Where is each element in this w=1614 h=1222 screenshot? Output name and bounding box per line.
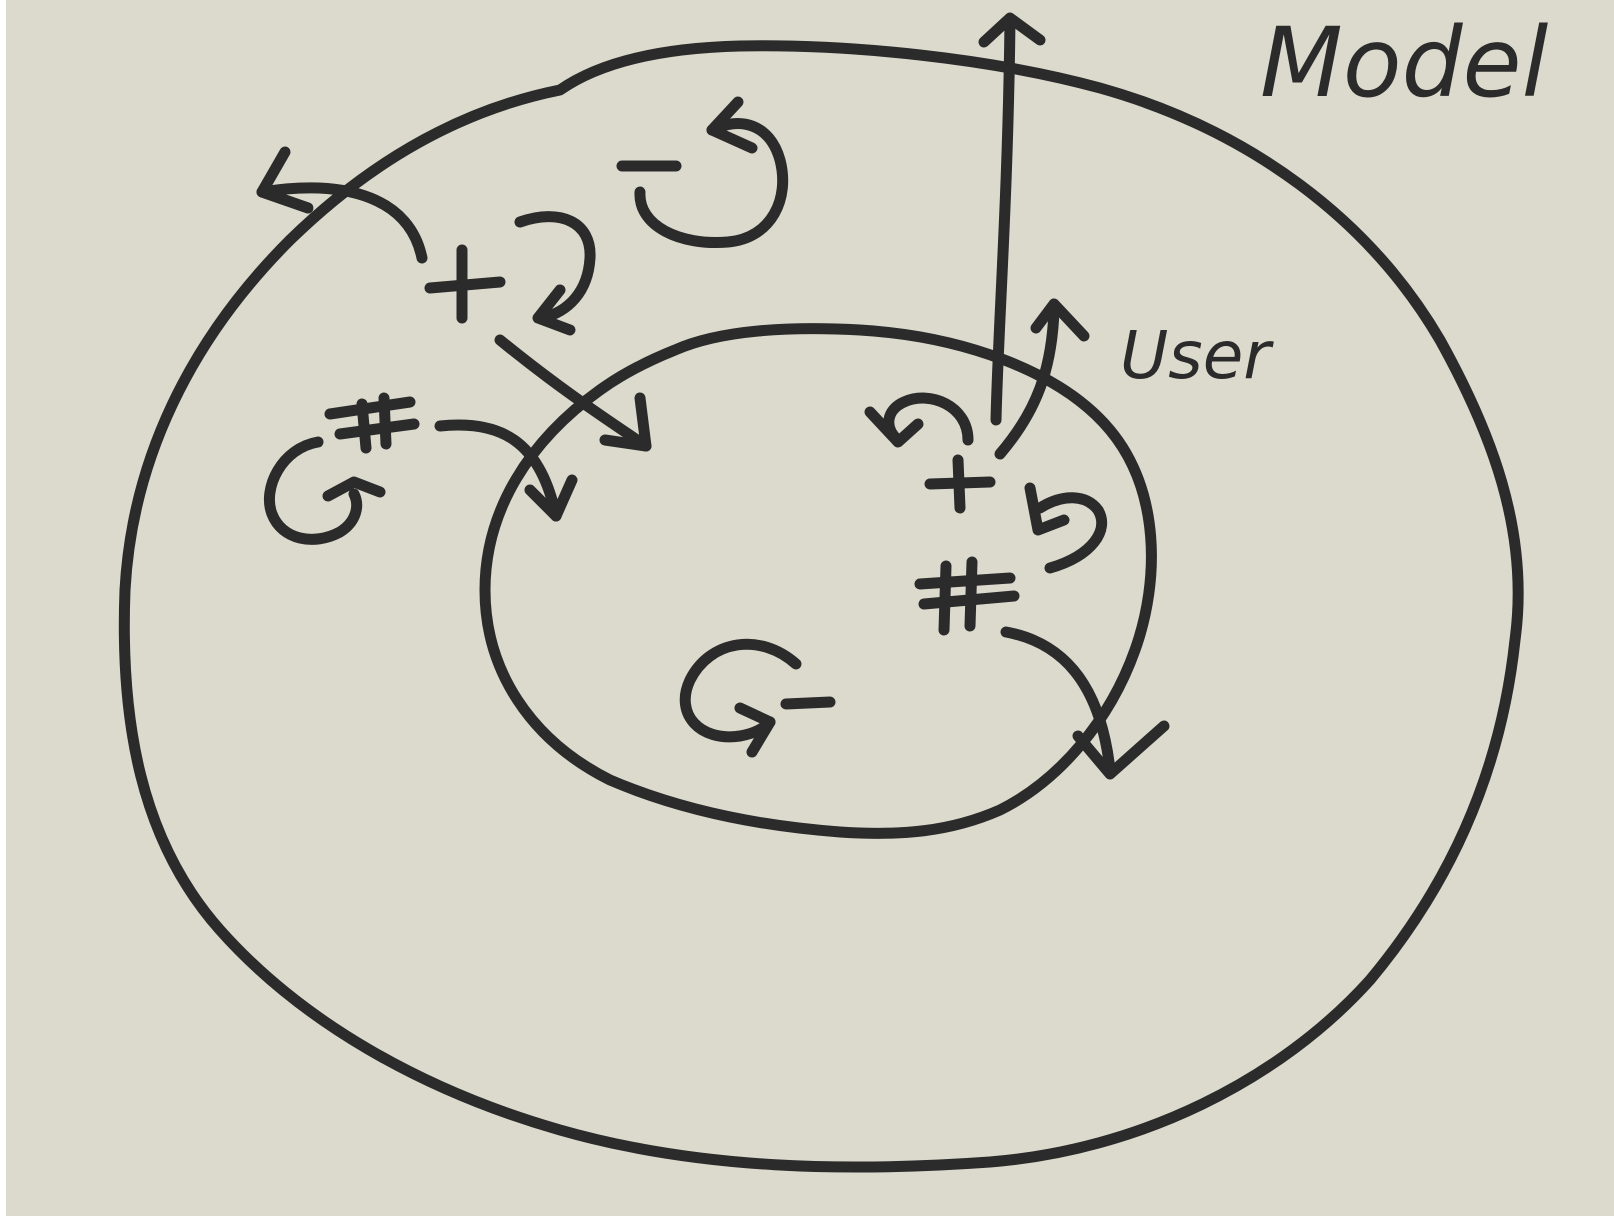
outer-hash-symbol [324, 392, 420, 454]
board-bottom-margin [0, 1216, 1614, 1222]
model-label: Model [1260, 7, 1549, 119]
outer-minus-self-loop-icon [634, 118, 789, 249]
outer-plus-self-loop-arrowhead [532, 284, 576, 336]
outer-plus-self-loop-icon [514, 211, 596, 324]
inner-minus-self-loop-icon [679, 638, 802, 743]
inner-minus-self-loop-arrowhead [734, 702, 776, 758]
board-background [6, 0, 1614, 1216]
upward-exit-arrow [990, 14, 1016, 426]
outer-hash-to-inner-arrowhead [524, 474, 578, 522]
upward-exit-arrowhead [978, 12, 1046, 48]
inner-hash-self-loop-arrowhead [1024, 482, 1070, 536]
outer-plus-to-inner-arrowhead [599, 392, 652, 452]
inner-plus-symbol [924, 454, 996, 514]
outer-hash-to-inner-arrow [434, 419, 562, 522]
inner-hash-symbol [914, 556, 1020, 636]
outer-plus-symbol [424, 244, 506, 324]
inner-hash-exit-arrowhead [1072, 720, 1170, 780]
inner-to-user-arrow [994, 304, 1060, 460]
inner-minus-symbol [780, 696, 836, 710]
inner-to-user-arrowhead [1030, 298, 1090, 342]
outer-plus-exit-arrow [256, 182, 428, 264]
inner-hash-self-loop-icon [1034, 492, 1108, 574]
outer-minus-self-loop-arrowhead [706, 96, 758, 154]
outer-model-boundary [118, 40, 1524, 1173]
outer-hash-self-loop-icon [263, 436, 363, 545]
user-label: User [1120, 317, 1274, 394]
outer-hash-self-loop-arrowhead [322, 476, 386, 502]
outer-plus-exit-arrowhead [256, 146, 314, 214]
inner-hash-exit-arrow [1000, 626, 1116, 776]
inner-plus-self-loop-arrowhead [864, 406, 924, 448]
outer-plus-to-inner-arrow [494, 334, 652, 452]
